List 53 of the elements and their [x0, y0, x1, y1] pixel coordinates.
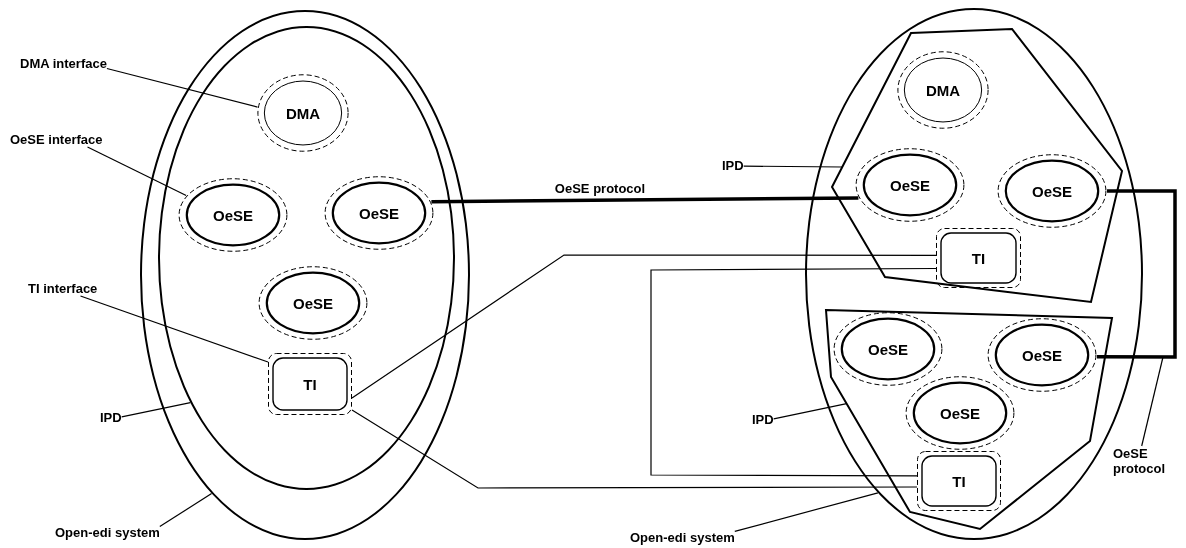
domain-polygon — [832, 29, 1122, 302]
leader-line — [86, 146, 187, 197]
entity-label: TI — [952, 472, 966, 490]
entity-label: TI — [303, 375, 317, 393]
entity-label: OeSE — [293, 294, 333, 312]
callout-label: Open-edi system — [55, 525, 160, 540]
interface-box — [268, 353, 352, 415]
entity-label: OeSE — [1022, 346, 1062, 364]
leader-line — [159, 492, 213, 528]
entity-ellipse — [855, 148, 965, 222]
entity-label: OeSE — [1032, 182, 1072, 200]
callout-label: IPD — [752, 412, 774, 427]
entity-ellipse — [897, 51, 989, 129]
connector-line — [351, 409, 918, 489]
entity-label: DMA — [285, 104, 321, 122]
domain-polygon — [826, 310, 1112, 529]
entity-label: TI — [971, 249, 986, 267]
edge-label: OeSE protocol — [552, 181, 648, 196]
callout-label: Open-edi system — [630, 530, 735, 545]
entity-label: OeSE — [213, 206, 253, 224]
connector-line — [351, 254, 937, 399]
callout-label: DMA interface — [20, 56, 107, 71]
entity-label: OeSE — [890, 176, 930, 194]
callout-label: IPD — [100, 410, 122, 425]
connector-line — [1096, 189, 1177, 359]
callout-label: OeSE protocol — [1113, 446, 1179, 476]
entity-label: DMA — [925, 81, 961, 99]
entity-label: OeSE — [868, 340, 908, 358]
leader-line — [106, 67, 259, 108]
entity-ellipse — [324, 176, 434, 250]
entity-ellipse — [997, 154, 1107, 228]
interface-box — [917, 451, 1001, 511]
leader-line — [79, 295, 269, 363]
leader-line — [743, 165, 843, 168]
leader-line — [734, 492, 879, 532]
domain-ellipse — [158, 26, 455, 490]
entity-ellipse — [258, 266, 368, 340]
leader-line — [773, 403, 848, 420]
entity-ellipse — [905, 376, 1015, 450]
entity-ellipse — [178, 178, 288, 252]
callout-label: TI interface — [28, 281, 98, 296]
entity-ellipse — [833, 312, 943, 386]
interface-box — [936, 228, 1021, 288]
connector-line — [650, 267, 937, 477]
entity-ellipse — [257, 74, 349, 152]
leader-line — [121, 402, 191, 418]
callout-label: OeSE interface — [10, 132, 103, 147]
leader-line — [1141, 356, 1164, 447]
entity-ellipse — [987, 318, 1097, 392]
entity-label: OeSE — [940, 404, 980, 422]
callout-label: IPD — [722, 158, 744, 173]
entity-label: OeSE — [359, 204, 399, 222]
connector-line — [431, 196, 859, 204]
